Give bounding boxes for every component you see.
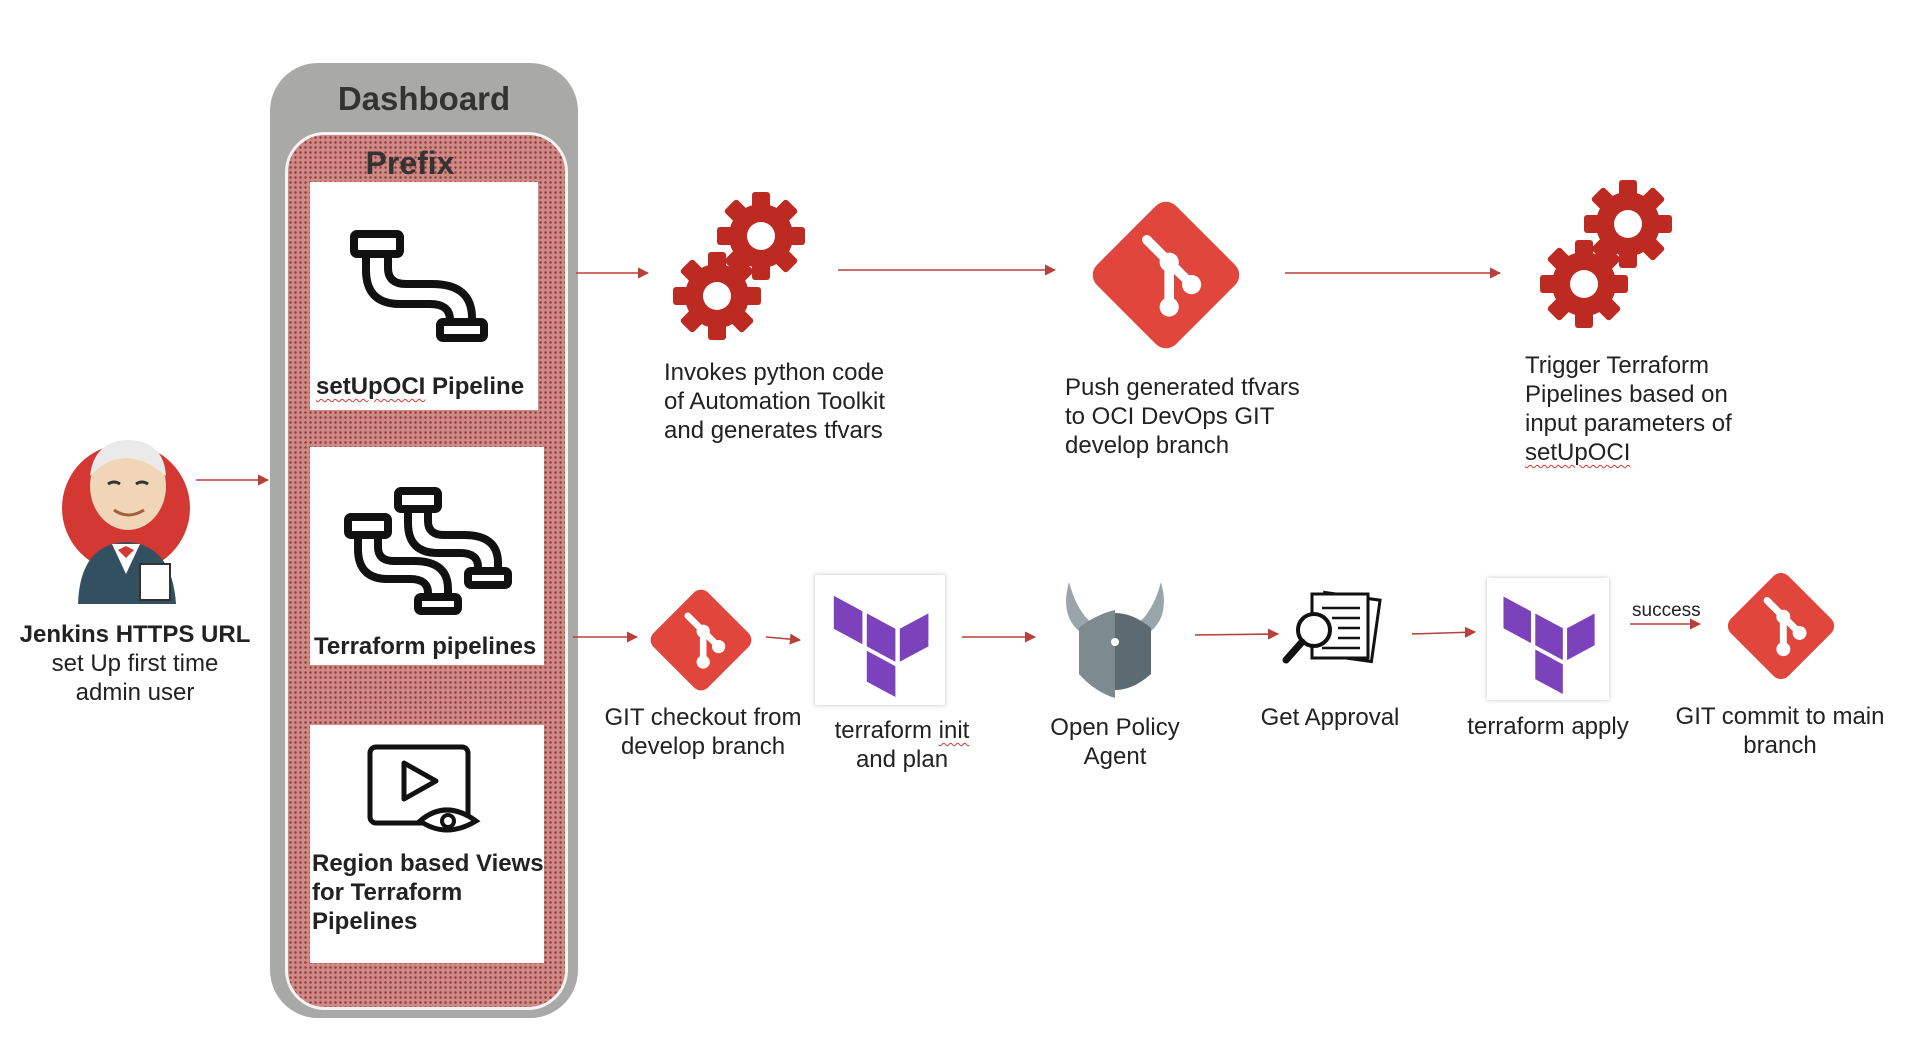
prefix-title: Prefix xyxy=(365,145,455,181)
video-eye-icon xyxy=(367,744,481,833)
git-icon xyxy=(1727,572,1835,680)
setupoci-pipeline-card[interactable]: setUpOCI Pipeline xyxy=(310,182,538,410)
gears-step-label: Invokes python code of Automation Toolki… xyxy=(664,359,886,444)
opa-step-label: Open Policy Agent xyxy=(1050,714,1180,770)
dashboard-title: Dashboard xyxy=(337,80,511,117)
jenkins-title: Jenkins HTTPS URL xyxy=(19,621,251,648)
approval-step-label: Get Approval xyxy=(1260,704,1400,731)
push-step-label: Push generated tfvars to OCI DevOps GIT … xyxy=(1065,374,1300,459)
setupoci-pipeline-label: setUpOCI Pipeline xyxy=(316,373,525,400)
git-icon xyxy=(650,589,752,691)
opa-icon xyxy=(1066,582,1164,698)
terraform-init-tile xyxy=(815,575,945,705)
checkout-step-label: GIT checkout from develop branch xyxy=(604,704,802,760)
region-views-label: Region based Views for Terraform Pipelin… xyxy=(312,850,544,935)
arrow-opa-approval xyxy=(1194,628,1280,640)
git-commit-step-label: GIT commit to main branch xyxy=(1675,703,1885,759)
terraform-apply-label: terraform apply xyxy=(1467,713,1629,740)
terraform-pipelines-label: Terraform pipelines xyxy=(314,633,537,660)
git-icon xyxy=(1092,201,1240,349)
jenkins-butler-icon xyxy=(62,440,190,604)
terraform-init-label: terraform init and plan xyxy=(834,717,970,773)
arrow-checkout-init xyxy=(765,633,802,645)
terraform-icon xyxy=(1503,596,1595,694)
trigger-step-label: Trigger Terraform Pipelines based on inp… xyxy=(1525,352,1732,466)
gears-icon xyxy=(673,192,805,340)
double-pipe-icon xyxy=(344,487,512,615)
terraform-icon xyxy=(833,595,929,697)
arrow-approval-apply xyxy=(1411,626,1477,638)
region-views-card[interactable]: Region based Views for Terraform Pipelin… xyxy=(310,725,544,963)
pipe-icon xyxy=(350,230,488,342)
approval-doc-icon xyxy=(1282,590,1382,664)
gears-icon xyxy=(1540,180,1672,328)
terraform-pipelines-card[interactable]: Terraform pipelines xyxy=(310,447,544,665)
success-label: success xyxy=(1632,600,1701,621)
terraform-apply-tile xyxy=(1487,578,1609,700)
jenkins-label: Jenkins HTTPS URL set Up first time admi… xyxy=(0,620,270,707)
